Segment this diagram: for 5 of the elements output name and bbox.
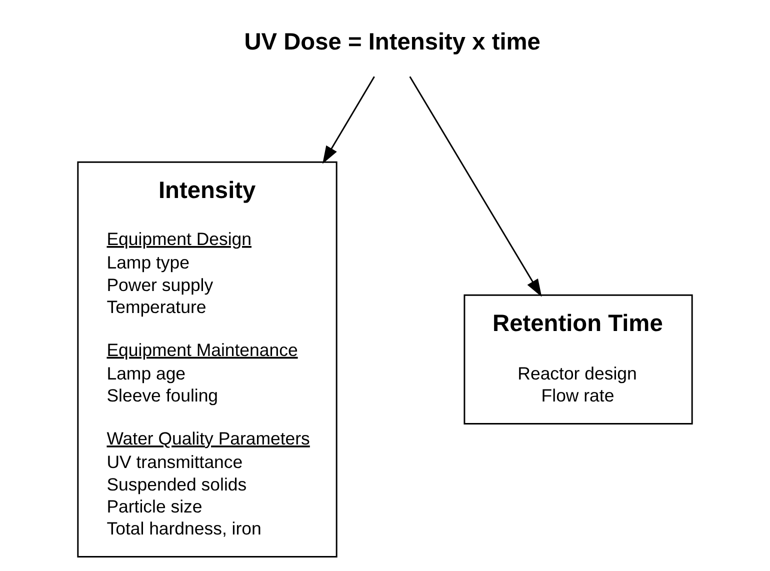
arrow bbox=[409, 76, 542, 297]
node-box: Retention Time Reactor design Flow rate bbox=[464, 294, 693, 424]
node-text: UV Dose = Intensity x time bbox=[244, 29, 540, 56]
arrow bbox=[322, 76, 375, 164]
node-box: Intensity Equipment Design Lamp type Power supply Temperature Equipment Maintenance Lamp age Sleeve fouling Water Quality Parameters UV transmittance Suspended solids Particle size Total hardness, iron bbox=[77, 161, 338, 558]
